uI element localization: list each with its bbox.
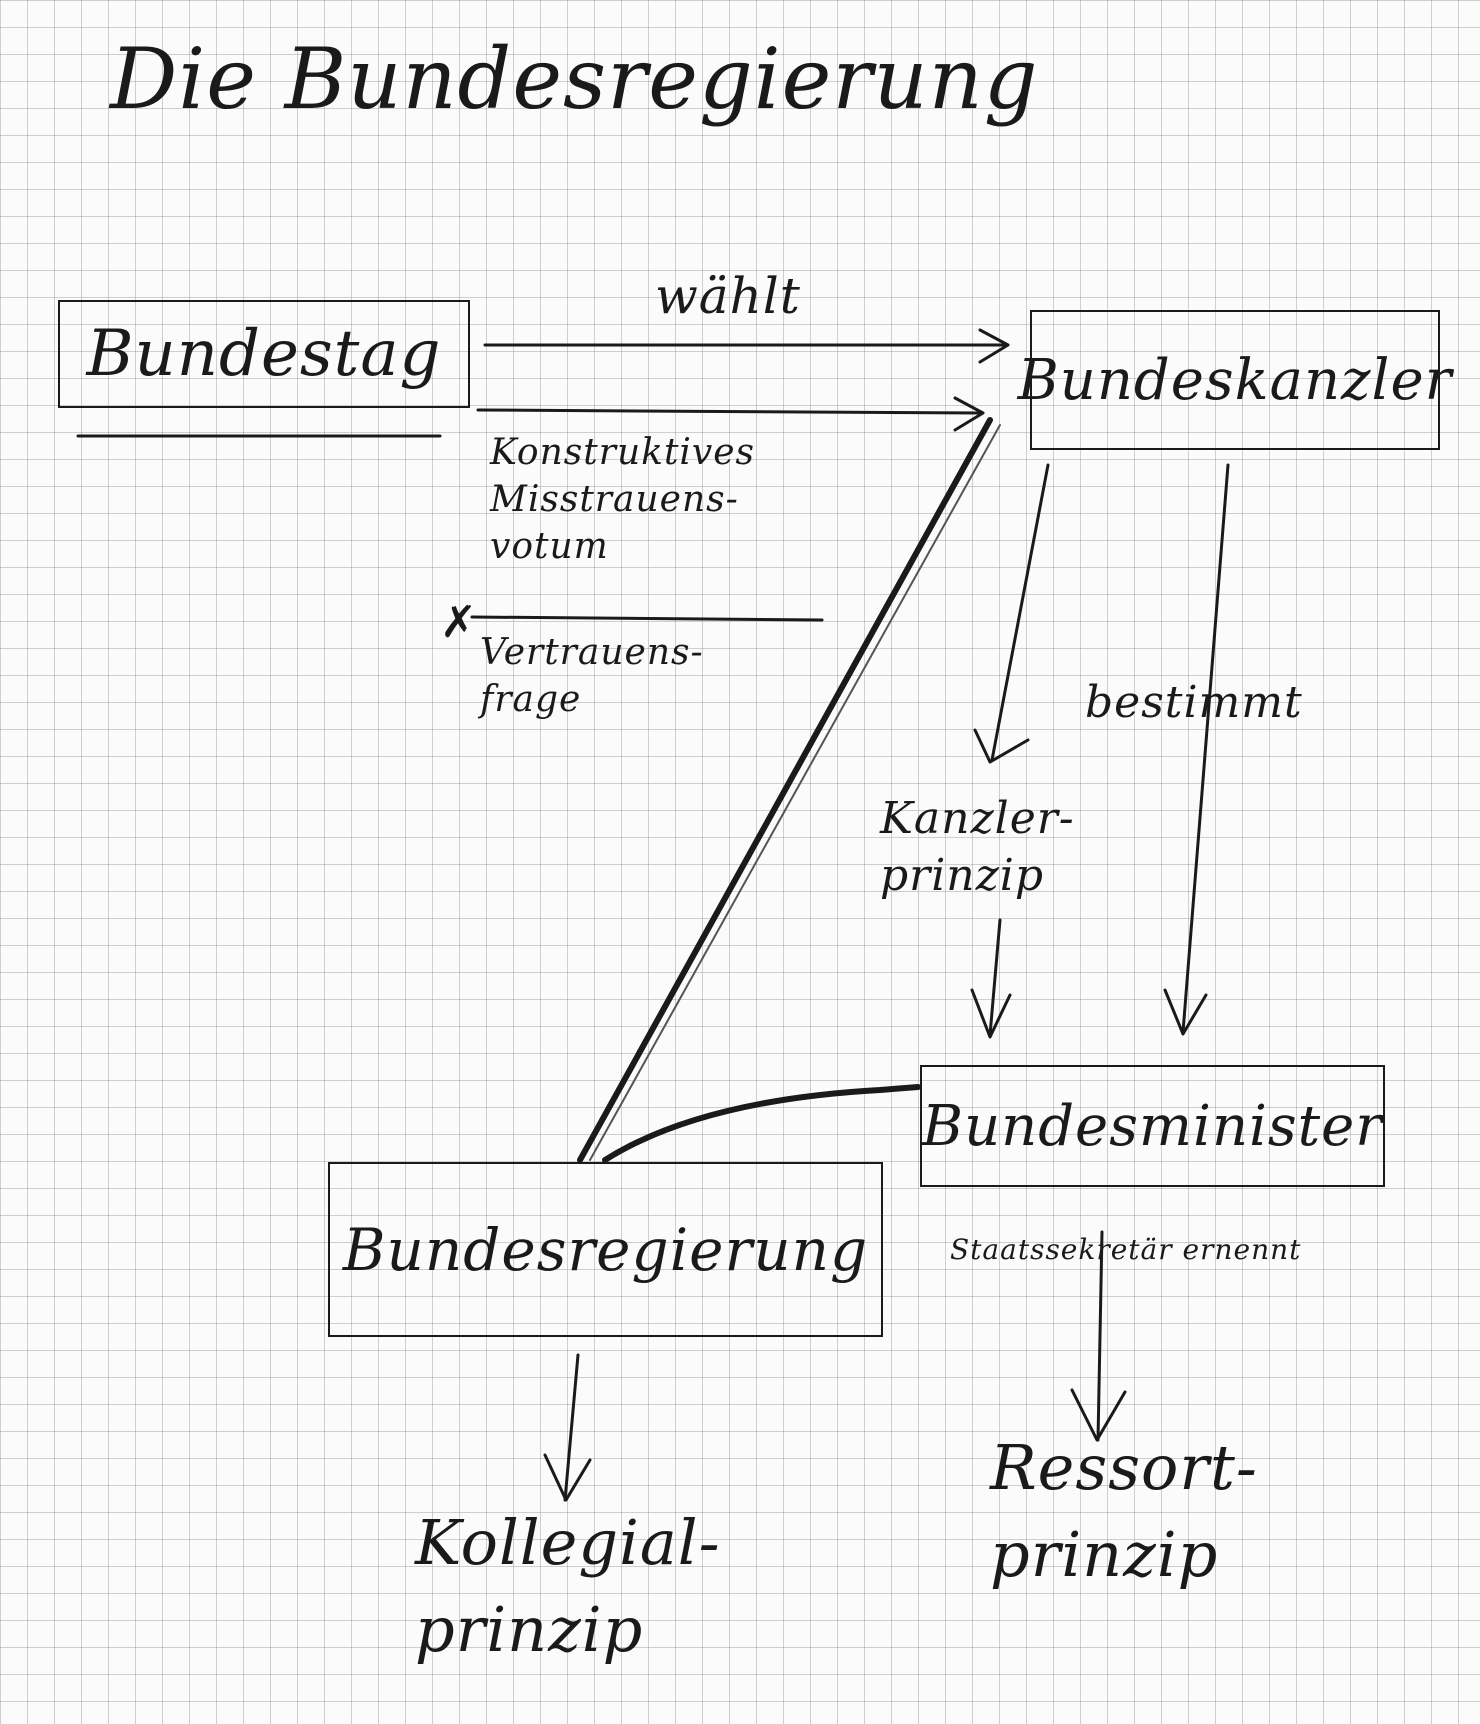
page-title: Die Bundesregierung (110, 30, 1039, 128)
bestimmt-label: bestimmt (1085, 677, 1303, 728)
kanzlerprinzip-arrowhead (973, 728, 1030, 764)
kanzlerprinzip-label: Kanzler- prinzip (880, 793, 1075, 902)
vertrauensfrage-label: Vertrauens- frage (480, 632, 704, 720)
bestimmt-arrowhead (1163, 988, 1208, 1036)
misstrauensvotum-arrow (476, 408, 982, 415)
ressortprinzip-label: Ressort- prinzip (990, 1431, 1258, 1591)
regierung-to-kollegial-arrow (563, 1353, 580, 1502)
bundesminister-label: Bundesminister (921, 1093, 1384, 1159)
waehlt-arrowhead (978, 328, 1010, 364)
bundeskanzler-box: Bundeskanzler (1018, 310, 1451, 450)
bundesregierung-box: Bundesregierung (328, 1162, 883, 1337)
bundestag-box: Bundestag (58, 300, 470, 408)
waehlt-label: wählt (655, 267, 801, 325)
kanzler-to-kanzlerprinzip-arrow (990, 463, 1050, 762)
kollegial-arrowhead (543, 1453, 592, 1502)
kollegialprinzip-label: Kollegial- prinzip (415, 1506, 721, 1666)
staatssekretaer-label: Staatssekretär ernennt (950, 1233, 1302, 1266)
regierung-to-minister-curve (602, 1084, 921, 1163)
kanzlerprinzip-to-minister-arrow (988, 918, 1002, 1037)
bundeskanzler-label: Bundeskanzler (1017, 347, 1453, 413)
misstrauensvotum-label: Konstruktives Misstrauens- votum (490, 432, 756, 567)
vertrauensfrage-x-mark: ✗ (440, 597, 478, 648)
vertrauensfrage-line (470, 615, 824, 622)
bundestag-label: Bundestag (86, 317, 442, 391)
bestimmt-arrow (1181, 463, 1230, 1034)
misstrauensvotum-arrowhead (953, 396, 985, 432)
bundesregierung-label: Bundesregierung (342, 1215, 869, 1284)
minister-left-arrowhead (970, 988, 1012, 1039)
bundesminister-box: Bundesminister (920, 1065, 1385, 1187)
